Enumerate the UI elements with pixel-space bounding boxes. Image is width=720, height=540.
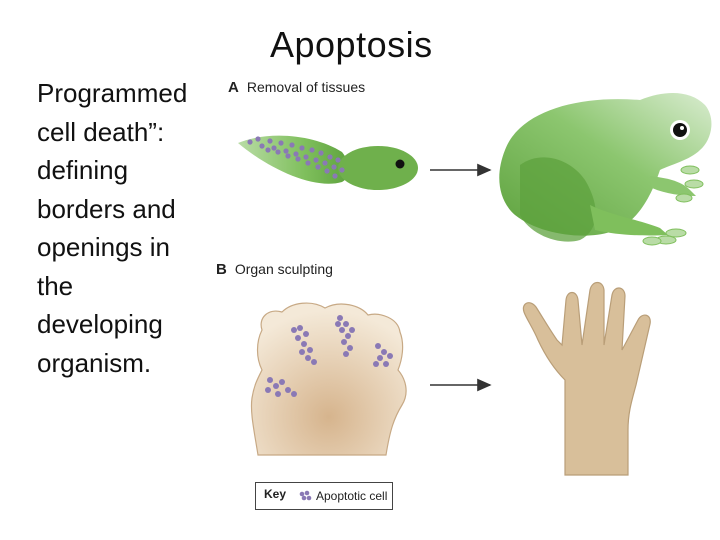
panel-b-label: B Organ sculpting [216, 261, 333, 278]
body-line: borders and [37, 193, 176, 224]
body-line: the [37, 270, 74, 301]
tadpole-apoptotic-cells [247, 136, 345, 179]
frog-eye [673, 123, 687, 137]
tadpole-illustration [238, 135, 418, 190]
hand-illustration [522, 281, 651, 476]
body-line: Programmed [37, 78, 188, 108]
panel-a-label: A Removal of tissues [228, 79, 365, 96]
tadpole-eye [395, 159, 405, 169]
slide-title: Apoptosis [270, 24, 433, 65]
body-line: defining [37, 155, 129, 185]
body-line: organism. [37, 347, 152, 378]
key-item-label: Apoptotic cell [316, 489, 388, 503]
body-line: developing [37, 309, 163, 339]
panel-a-letter: A [228, 79, 239, 96]
figure-key: Key Apoptotic cell [255, 482, 393, 510]
panel-b-letter: B [216, 261, 227, 278]
paw-apoptotic-cells [265, 315, 393, 397]
apoptotic-cell-icon [299, 490, 312, 501]
panel-a-text: Removal of tissues [246, 79, 366, 95]
frog-illustration [499, 93, 712, 246]
key-title: Key [264, 487, 287, 501]
embryonic-paw-illustration [250, 302, 407, 456]
panel-b-text: Organ sculpting [234, 261, 333, 277]
body-line: openings in [37, 232, 170, 262]
body-line: cell death”: [37, 116, 165, 147]
body-text: Programmed cell death”: defining borders… [37, 74, 222, 382]
